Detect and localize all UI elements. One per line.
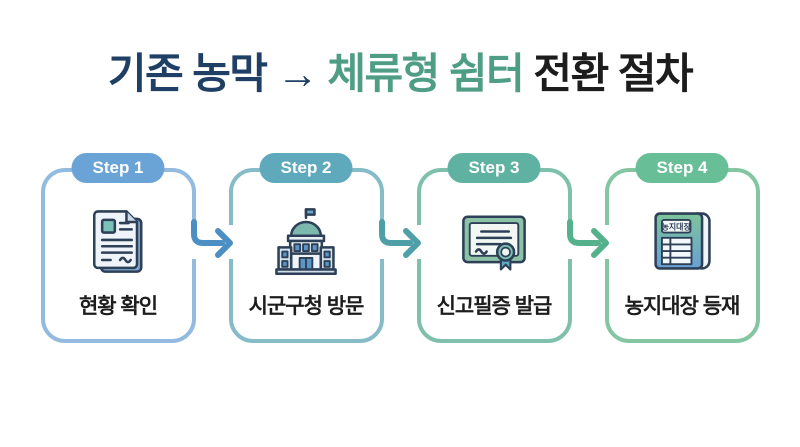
title-arrow-glyph: → — [266, 50, 328, 97]
title-part-procedure: 전환 절차 — [523, 50, 693, 97]
step-card-1: Step 1 — [40, 153, 196, 343]
steps-row: Step 1 — [0, 153, 800, 343]
step-badge-3: Step 3 — [447, 153, 541, 183]
arrow-slot-2 — [376, 168, 424, 343]
arrow-slot-1 — [188, 168, 236, 343]
title-part-stay-shelter: 체류형 쉼터 — [327, 50, 524, 97]
ledger-cover-label: 농지대장 — [662, 221, 692, 231]
step-label-1: 현황 확인 — [78, 295, 158, 318]
step-card-4: Step 4 농지대장 — [604, 153, 760, 343]
step-badge-2: Step 2 — [259, 153, 353, 183]
step-card-3: Step 3 신고필증 발급 — [416, 153, 572, 343]
page-title: 기존 농막 → 체류형 쉼터 전환 절차 — [0, 40, 800, 101]
step-badge-4: Step 4 — [635, 153, 729, 183]
step-card-2: Step 2 — [228, 153, 384, 343]
step-icon-wrap-4: 농지대장 — [609, 198, 756, 284]
document-icon — [92, 210, 143, 273]
step-label-3: 신고필증 발급 — [436, 295, 553, 318]
arrow-right-icon — [376, 219, 424, 259]
step-badge-1: Step 1 — [71, 153, 165, 183]
step-label-4: 농지대장 등재 — [624, 295, 741, 318]
government-building-icon — [275, 208, 337, 275]
certificate-icon — [462, 215, 526, 271]
arrow-right-icon — [188, 219, 236, 259]
arrow-slot-3 — [564, 168, 612, 343]
title-part-existing-hut: 기존 농막 — [107, 50, 268, 97]
step-icon-wrap-1 — [45, 198, 192, 284]
arrow-right-icon — [564, 219, 612, 259]
step-icon-wrap-2 — [233, 198, 380, 284]
step-label-2: 시군구청 방문 — [248, 295, 365, 318]
step-icon-wrap-3 — [421, 198, 568, 284]
farmland-ledger-icon: 농지대장 — [654, 212, 711, 270]
